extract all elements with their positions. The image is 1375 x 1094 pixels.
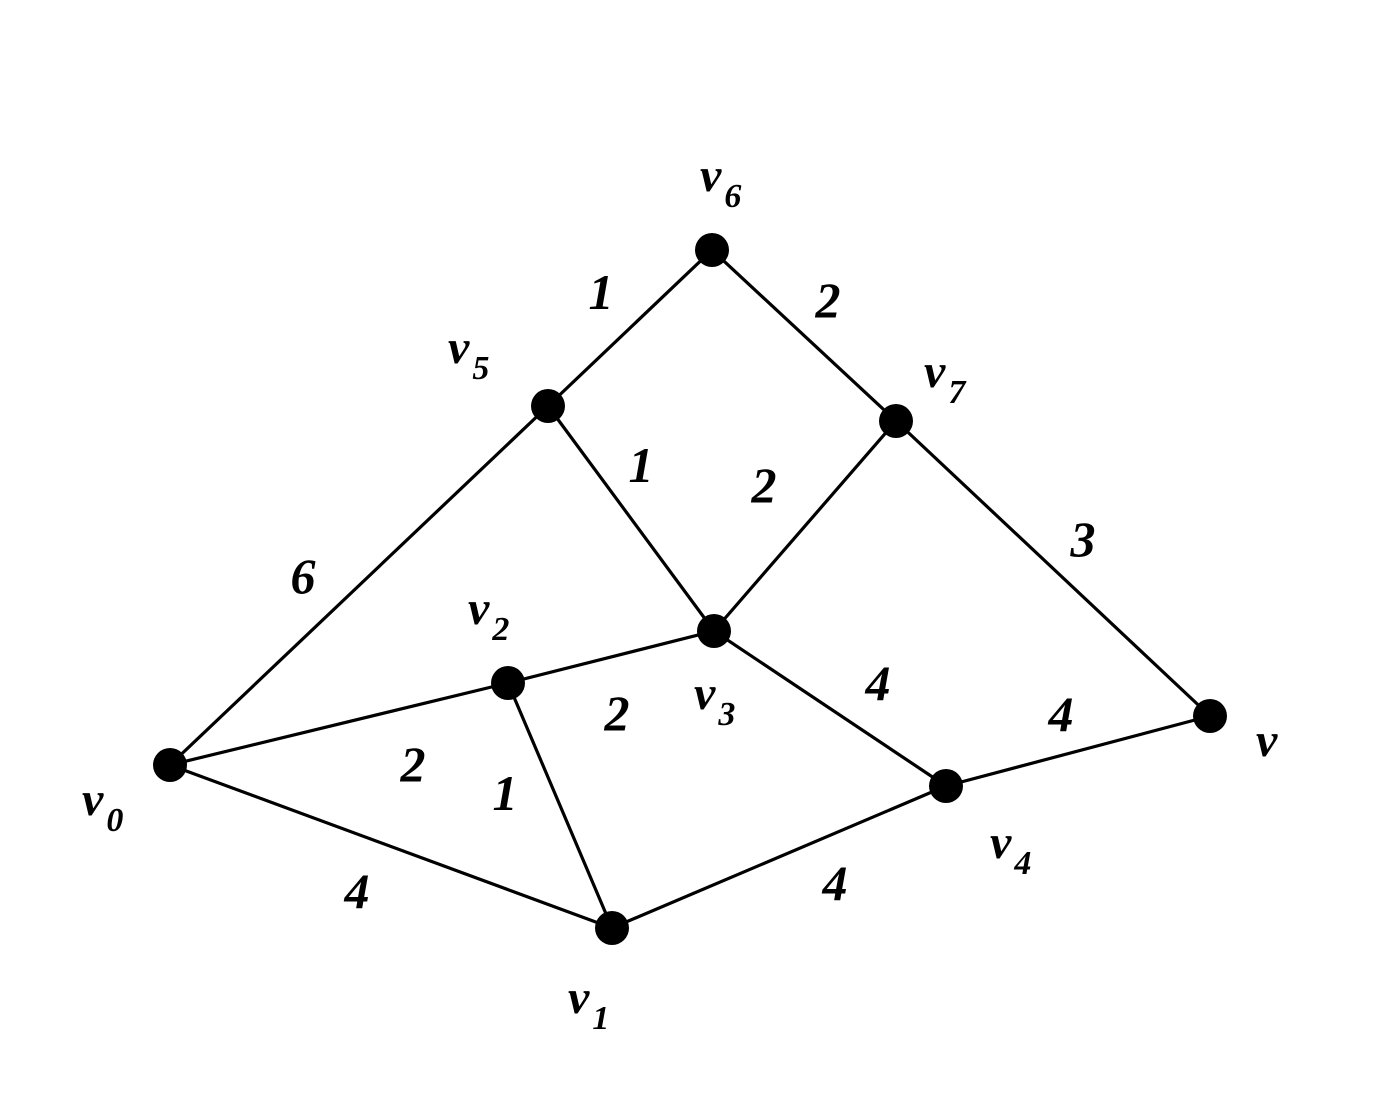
edge-weight-v2-v1: 1 [493, 765, 518, 821]
vertex-label-base: v [82, 773, 104, 826]
edge-v3-v4 [712, 629, 948, 788]
edge-v5-v3 [546, 404, 716, 633]
vertex-label-v6: v6 [700, 149, 741, 215]
vertex-label-v5: v5 [448, 321, 489, 387]
vertex-label-v4: v4 [990, 816, 1031, 882]
vertex-v [1193, 699, 1227, 733]
vertex-label-v: v [1256, 714, 1278, 767]
edge-weight-v7-v3: 2 [751, 457, 777, 513]
edge-v6-v7 [710, 248, 898, 423]
vertex-label-v1: v1 [568, 971, 609, 1037]
vertex-v6 [695, 233, 729, 267]
edge-weight-v5-v6: 1 [589, 264, 614, 320]
edge-v7-v3 [712, 419, 898, 633]
edge-v0-v1 [168, 763, 614, 930]
vertex-label-v3: v3 [694, 667, 735, 733]
edge-weight-v0-v2: 2 [400, 736, 426, 792]
vertex-label-base: v [568, 971, 590, 1024]
vertex-label-base: v [1256, 714, 1278, 767]
vertex-v0 [153, 748, 187, 782]
vertex-label-subscript: 7 [948, 374, 967, 411]
edge-weight-v1-v4: 4 [822, 855, 848, 911]
vertex-label-subscript: 6 [724, 178, 741, 215]
edge-weight-v7-v: 3 [1070, 511, 1096, 567]
vertex-v1 [595, 911, 629, 945]
edge-weight-v3-v4: 4 [865, 655, 891, 711]
vertex-label-base: v [468, 582, 490, 635]
vertex-label-base: v [700, 149, 722, 202]
edge-weights-layer: 6 2 4 1 2 1 1 2 2 3 4 4 4 [291, 264, 1096, 919]
edge-weight-v2-v3: 2 [604, 685, 630, 741]
edge-weight-v5-v3: 1 [629, 437, 654, 493]
vertex-label-base: v [990, 816, 1012, 869]
vertex-label-subscript: 5 [472, 350, 489, 387]
edge-v1-v4 [610, 784, 948, 930]
edge-v7-v [894, 419, 1212, 718]
edge-weight-v0-v1: 4 [344, 863, 370, 919]
edge-v2-v3 [506, 629, 716, 685]
vertex-label-base: v [694, 667, 716, 720]
vertex-v2 [491, 666, 525, 700]
vertex-v3 [697, 614, 731, 648]
vertex-label-subscript: 3 [717, 696, 735, 733]
vertex-label-subscript: 2 [491, 611, 509, 648]
vertex-label-subscript: 4 [1013, 845, 1031, 882]
edge-v4-v [944, 714, 1212, 788]
edge-v2-v1 [506, 681, 614, 930]
edge-v5-v6 [546, 248, 714, 408]
vertex-v4 [929, 769, 963, 803]
vertex-label-v2: v2 [468, 582, 509, 648]
edge-v0-v2 [168, 681, 510, 767]
vertex-label-v0: v0 [82, 773, 123, 839]
vertex-label-v7: v7 [924, 345, 967, 411]
edge-v0-v5 [168, 404, 550, 767]
vertices-layer [153, 233, 1227, 945]
vertex-label-subscript: 1 [592, 1000, 609, 1037]
edge-weight-v0-v5: 6 [291, 548, 316, 604]
vertex-v7 [879, 404, 913, 438]
edges-layer [168, 248, 1212, 930]
edge-weight-v6-v7: 2 [815, 272, 841, 328]
vertex-v5 [531, 389, 565, 423]
vertex-label-base: v [448, 321, 470, 374]
vertex-label-base: v [924, 345, 946, 398]
vertex-label-subscript: 0 [106, 802, 123, 839]
edge-weight-v4-v: 4 [1048, 686, 1074, 742]
